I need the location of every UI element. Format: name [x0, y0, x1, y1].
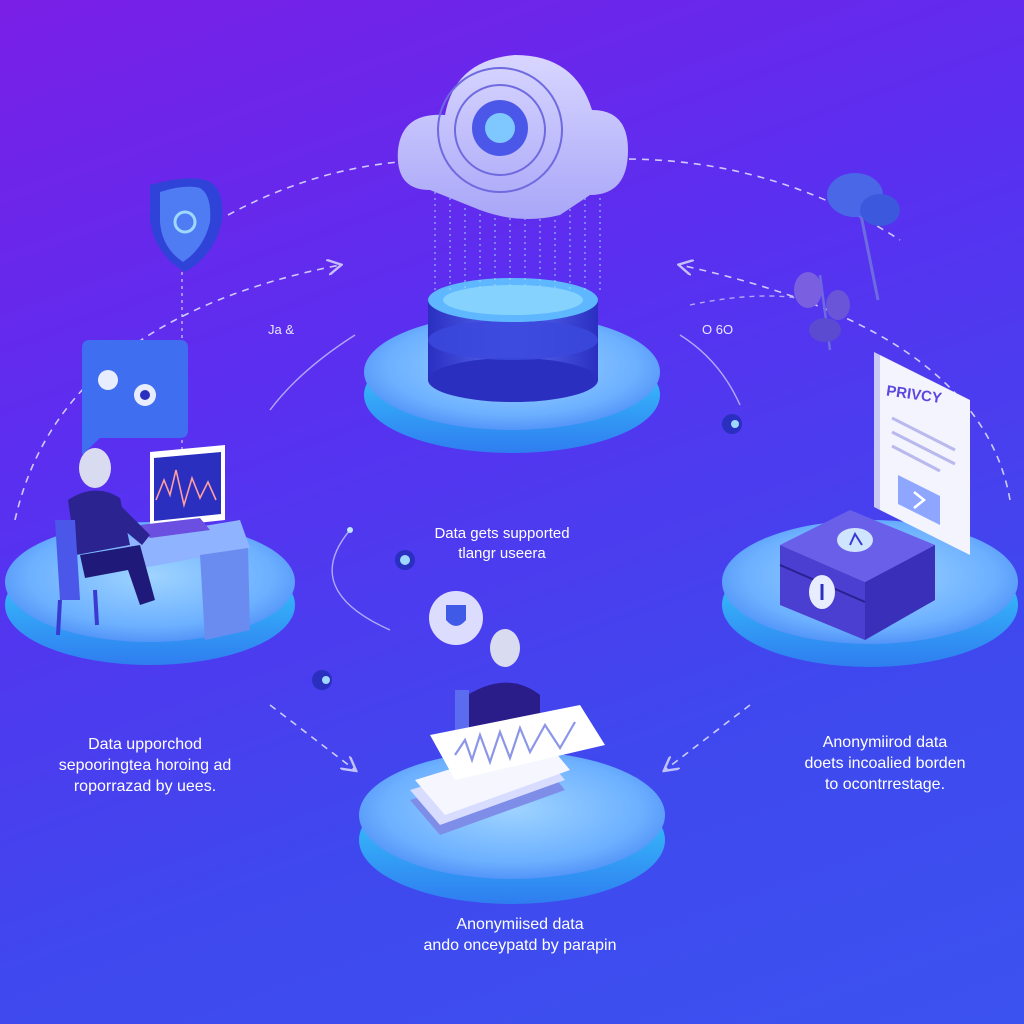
label-bottom-line1: Anonymiised data: [456, 916, 584, 933]
label-right-line2: doets incoalied borden: [804, 754, 966, 772]
monitor-icon: [150, 445, 225, 528]
shield-icon: [150, 178, 223, 272]
person-at-computer: [55, 448, 155, 636]
label-right: Anonymiirod data doets incoalied borden …: [760, 733, 1010, 795]
tiny-label-left: Ja &: [268, 322, 295, 337]
label-right-line3: to ocontrrestage.: [824, 775, 946, 793]
database-icon: [428, 278, 598, 402]
label-bottom-line2: ando onceypatd by parapin: [423, 936, 617, 954]
inner-arcs: [269, 295, 811, 631]
arc-right-lower: [665, 704, 751, 770]
arc-top-left: [227, 159, 441, 216]
tree-icon: [794, 173, 900, 351]
label-right-line1: Anonymiirod data: [822, 734, 948, 751]
label-bottom: Anonymiised data ando onceypatd by parap…: [370, 915, 670, 957]
label-left: Data upporchod sepooringtea horoing ad r…: [20, 735, 270, 797]
label-center: Data gets supported tlangr useera: [392, 524, 612, 563]
privacy-document: [874, 352, 970, 555]
cloud-icon: [397, 55, 628, 219]
small-shield-badge: [429, 591, 483, 645]
label-center-line2: tlangr useera: [458, 544, 546, 562]
arc-left-lower: [269, 704, 355, 770]
label-left-line3: roporrazad by uees.: [73, 777, 217, 795]
keyboard: [140, 518, 210, 538]
tiny-label-right: O 6O: [702, 322, 734, 337]
chat-bubble-icon: [82, 340, 188, 455]
label-left-line2: sepooringtea horoing ad: [58, 756, 232, 774]
lockbox-icon: [779, 510, 935, 640]
floating-dots: [312, 414, 742, 690]
documents-stack: [410, 705, 605, 835]
arc-top-right: [589, 158, 901, 241]
label-center-line1: Data gets supported: [434, 525, 570, 542]
desk: [120, 520, 250, 640]
label-left-line1: Data upporchod: [88, 736, 202, 753]
upper-right-dashes: [689, 295, 811, 306]
